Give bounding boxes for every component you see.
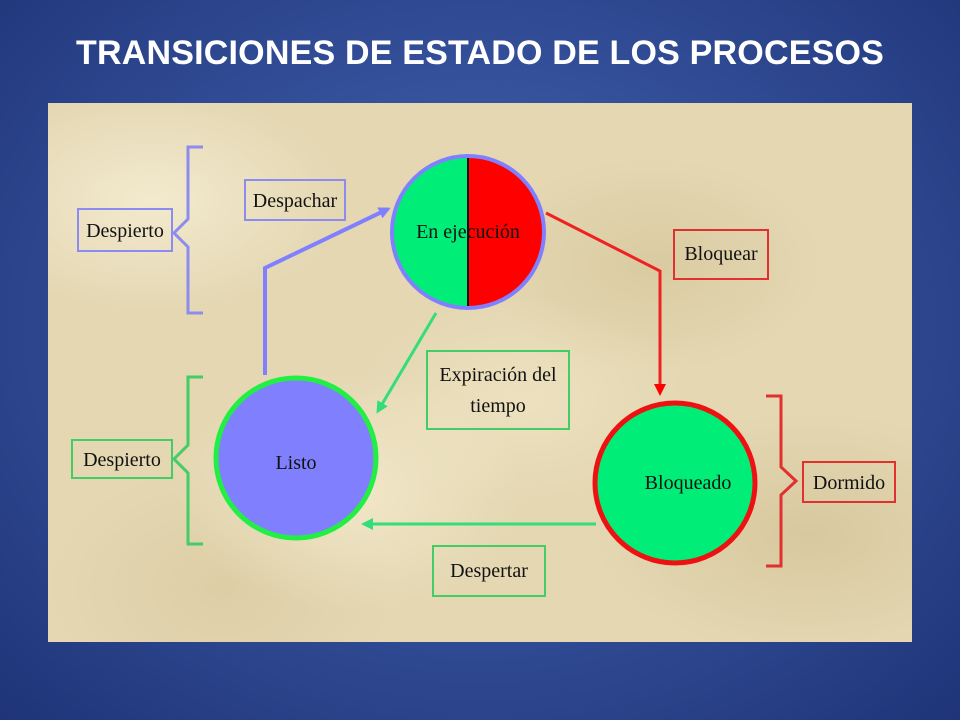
label-dispatch-frame: [244, 179, 346, 221]
group-awake-top: Despierto: [77, 145, 203, 315]
label-wakeup: Despertar: [432, 545, 546, 597]
state-blocked-label: Bloqueado: [645, 472, 732, 494]
label-timeout-line2: tiempo: [470, 395, 526, 417]
brace-awake-bottom: [171, 375, 203, 546]
state-ready-circle: [213, 375, 379, 541]
label-block-text: Bloquear: [684, 243, 758, 265]
group-asleep: Dormido: [766, 394, 896, 568]
label-dispatch: Despachar: [244, 179, 346, 221]
state-running: En ejecución: [390, 154, 546, 310]
state-ready: Listo: [213, 375, 379, 541]
brace-asleep: [766, 394, 799, 568]
label-block-frame: [673, 229, 769, 280]
diagram-canvas: En ejecución Listo Bloqueado Despachar B…: [71, 145, 896, 597]
state-running-label: En ejecución: [416, 221, 520, 243]
group-awake-bottom-frame: [71, 439, 173, 479]
group-awake-top-frame: [77, 208, 173, 252]
state-blocked: Bloqueado: [592, 400, 758, 566]
state-diagram: En ejecución Listo Bloqueado Despachar B…: [48, 103, 912, 642]
arrow-block: [545, 211, 666, 396]
state-blocked-circle: [592, 400, 758, 566]
group-awake-bottom-label: Despierto: [83, 449, 161, 471]
group-awake-top-label: Despierto: [86, 220, 164, 242]
label-block: Bloquear: [673, 229, 769, 280]
slide-title: TRANSICIONES DE ESTADO DE LOS PROCESOS: [76, 34, 884, 72]
group-asleep-frame: [802, 461, 896, 503]
state-running-red-half: [468, 156, 544, 308]
label-timeout: Expiración del tiempo: [426, 350, 570, 430]
brace-awake-top: [171, 145, 203, 315]
state-running-green-half: [392, 156, 468, 308]
label-wakeup-text: Despertar: [450, 560, 528, 582]
group-awake-bottom: Despierto: [71, 375, 203, 546]
label-timeout-line1: Expiración del: [439, 364, 557, 386]
group-asleep-label: Dormido: [813, 472, 885, 494]
state-ready-label: Listo: [275, 452, 316, 474]
arrow-dispatch: [263, 207, 391, 375]
label-timeout-frame: [426, 350, 570, 430]
state-running-outline: [390, 154, 546, 310]
arrow-timeout: [376, 312, 438, 414]
label-dispatch-text: Despachar: [253, 190, 338, 212]
label-wakeup-frame: [432, 545, 546, 597]
